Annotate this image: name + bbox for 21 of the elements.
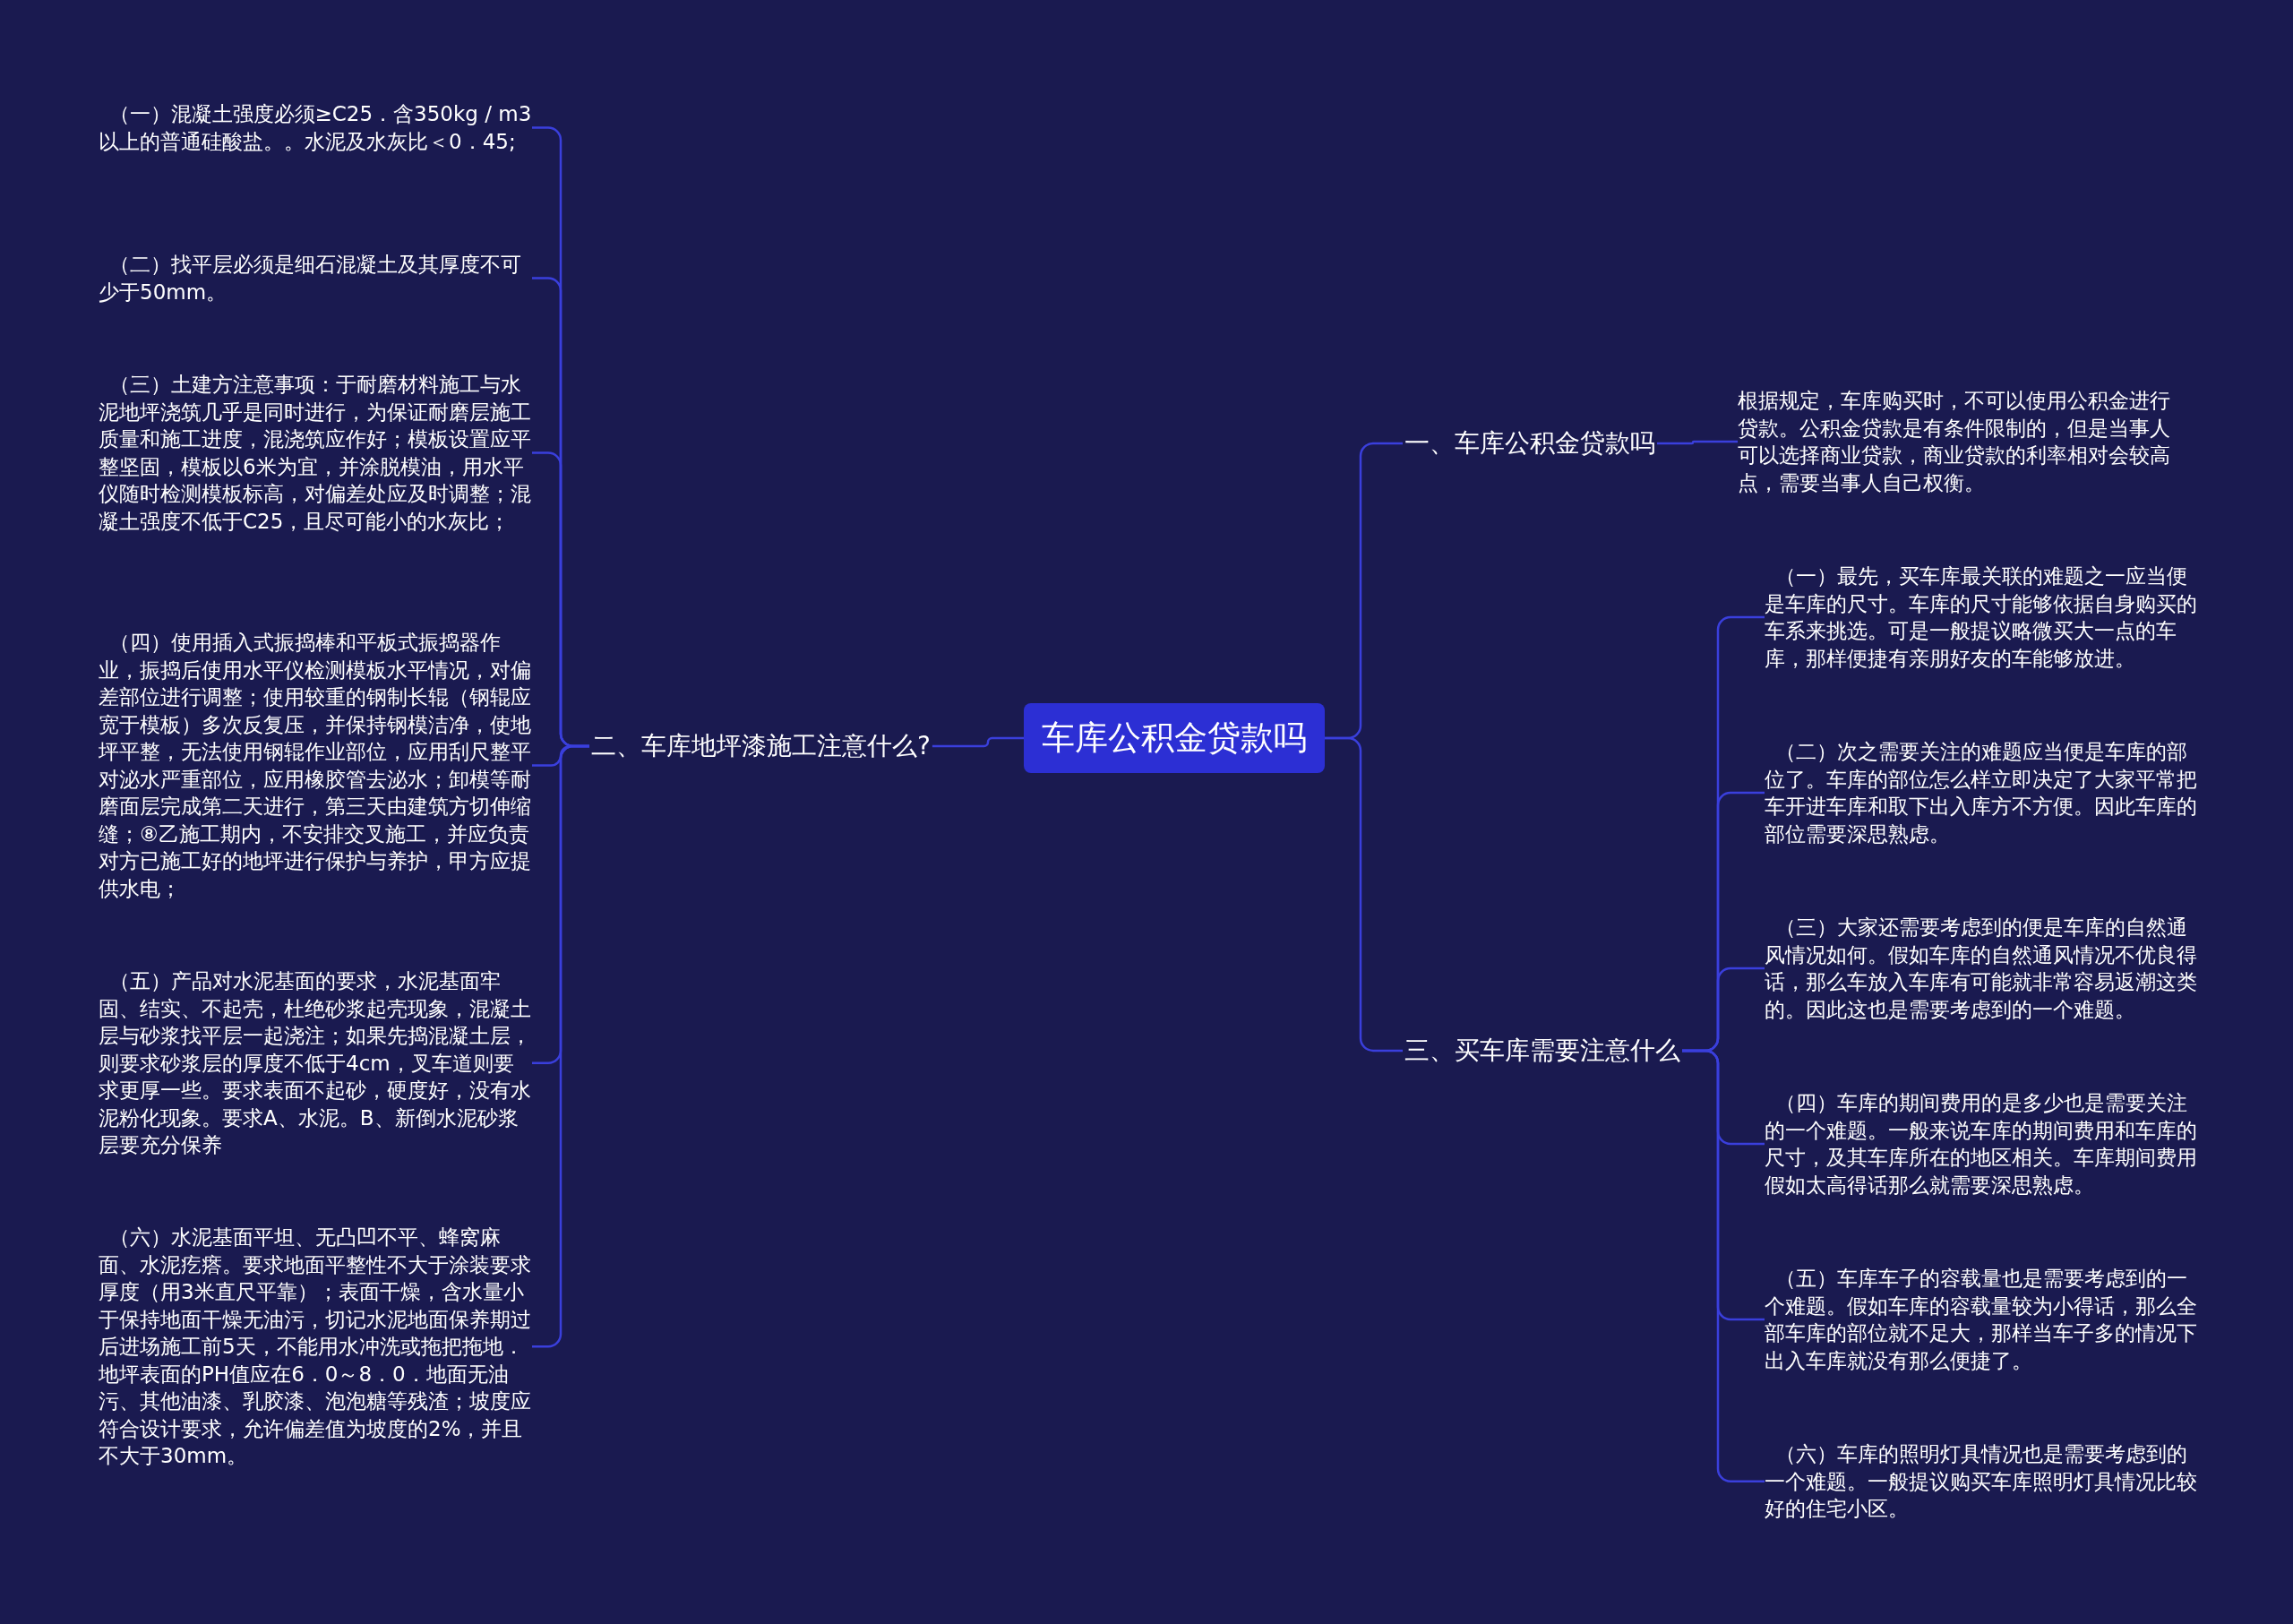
detail-text: （四）使用插入式振捣棒和平板式振捣器作业，振捣后使用水平仪检测模板水平情况，对偏差部位进行调整；使用较重的钢制长辊（钢辊应宽于模板）多次反复压，并保持钢模洁净，使地坪平整，无法使用钢辊作业部位，应用刮尺整平对泌水严重部位，应用橡胶管去泌水；卸模等耐磨面层完成第二天进行，第三天由建筑方切伸缩缝；⑧乙施工期内，不安排交叉施工，并应负责对方已施工好的地坪进行保护与养护，甲方应提供水电；	[99, 629, 532, 902]
branch-topic: 一、车库公积金贷款吗	[1403, 423, 1657, 464]
branch-topic: 三、买车库需要注意什么	[1403, 1030, 1682, 1071]
detail-text: （五）产品对水泥基面的要求，水泥基面牢固、结实、不起壳，杜绝砂浆起壳现象，混凝土层与砂浆找平层一起浇注；如果先捣混凝土层，则要求砂浆层的厚度不低于4cm，叉车道则要求更厚一些。要求表面不起砂，硬度好，没有水泥粉化现象。要求A、水泥。B、新倒水泥砂浆层要充分保养	[99, 967, 532, 1159]
detail-text: （五）车库车子的容载量也是需要考虑到的一个难题。假如车库的容载量较为小得话，那么全部车库的部位就不足大，那样当车子多的情况下出入车库就没有那么便捷了。	[1765, 1265, 2198, 1374]
branch-topic: 二、车库地坪漆施工注意什么?	[589, 726, 932, 767]
detail-text: （四）车库的期间费用的是多少也是需要关注的一个难题。一般来说车库的期间费用和车库的尺寸，及其车库所在的地区相关。车库期间费用假如太高得话那么就需要深思熟虑。	[1765, 1089, 2198, 1199]
connector-line	[1325, 736, 1403, 1053]
detail-text: （三）大家还需要考虑到的便是车库的自然通风情况如何。假如车库的自然通风情况不优良得话，那么车放入车库有可能就非常容易返潮这类的。因此这也是需要考虑到的一个难题。	[1765, 914, 2198, 1023]
detail-text: （六）车库的照明灯具情况也是需要考虑到的一个难题。一般提议购买车库照明灯具情况比较好的住宅小区。	[1765, 1440, 2198, 1523]
root-topic-box: 车库公积金贷款吗	[1024, 703, 1325, 773]
detail-text: （二）次之需要关注的难题应当便是车库的部位了。车库的部位怎么样立即决定了大家平常把车开进车库和取下出入库方不方便。因此车库的部位需要深思熟虑。	[1765, 738, 2198, 847]
connector-line	[932, 736, 1024, 748]
detail-text: （三）土建方注意事项：于耐磨材料施工与水泥地坪浇筑几乎是同时进行，为保证耐磨层施工质量和施工进度，混浇筑应作好；模板设置应平整坚固，模板以6米为宜，并涂脱模油，用水平仪随时检测模板标高，对偏差处应及时调整；混凝土强度不低于C25，且尽可能小的水灰比；	[99, 371, 532, 535]
detail-text: （二）找平层必须是细石混凝土及其厚度不可少于50mm。	[99, 251, 532, 305]
detail-text: 根据规定，车库购买时，不可以使用公积金进行贷款。公积金贷款是有条件限制的，但是当事人可以选择商业贷款，商业贷款的利率相对会较高点，需要当事人自己权衡。	[1738, 387, 2171, 496]
connector-line	[1657, 440, 1738, 445]
detail-text: （六）水泥基面平坦、无凸凹不平、蜂窝麻面、水泥疙瘩。要求地面平整性不大于涂装要求厚度（用3米直尺平靠）；表面干燥，含水量小于保持地面干燥无油污，切记水泥地面保养期过后进场施工前5天，不能用水冲洗或拖把拖地．地坪表面的PH值应在6．0～8．0．地面无油污、其他油漆、乳胶漆、泡泡糖等残渣；坡度应符合设计要求，允许偏差值为坡度的2%，并且不大于30mm。	[99, 1224, 532, 1470]
detail-text: （一）混凝土强度必须≥C25．含350kg / m3以上的普通硅酸盐。。水泥及水灰比＜0．45;	[99, 100, 532, 155]
connector-line	[1682, 1049, 1765, 1482]
detail-text: （一）最先，买车库最关联的难题之一应当便是车库的尺寸。车库的尺寸能够依据自身购买的车系来挑选。可是一般提议略微买大一点的车库，那样便捷有亲朋好友的车能够放进。	[1765, 563, 2198, 672]
